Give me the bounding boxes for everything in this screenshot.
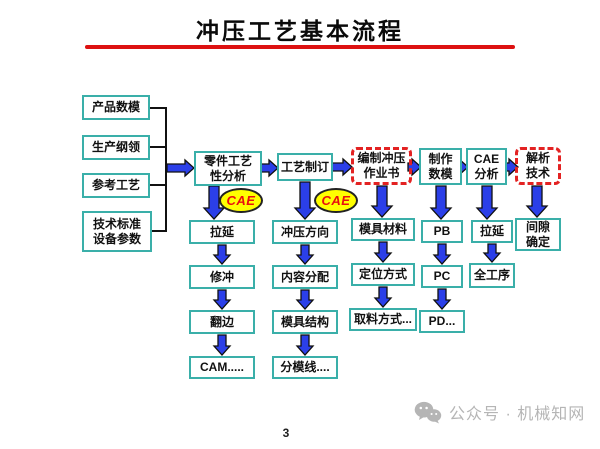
cae-badge: CAE <box>314 188 358 213</box>
input-product-data-model: 产品数模 <box>82 95 150 120</box>
flow-step-box: 取料方式... <box>349 308 417 331</box>
flow-step-box: 分模线.... <box>272 356 338 379</box>
flow-arrow-down-icon <box>432 288 452 310</box>
flow-step-box: 模具结构 <box>272 310 338 334</box>
flow-box-analysis-technology: 解析 技术 <box>515 147 561 185</box>
flow-arrow-down-icon <box>212 334 232 356</box>
page-number: 3 <box>282 426 290 440</box>
flow-box-process-planning: 工艺制订 <box>277 153 333 181</box>
flow-step-box: PD... <box>419 310 465 333</box>
flow-arrow-right-icon <box>260 158 279 178</box>
flow-arrow-down-icon <box>432 243 452 265</box>
flow-arrow-down-icon <box>212 289 232 310</box>
page-title: 冲压工艺基本流程 <box>196 18 404 44</box>
flow-arrow-down-icon <box>482 243 502 263</box>
flow-step-box: 拉延 <box>471 220 513 243</box>
flow-arrow-down-icon <box>525 185 549 218</box>
flow-arrow-down-icon <box>295 334 315 356</box>
input-reference-process: 参考工艺 <box>82 173 150 198</box>
flow-arrow-right-icon <box>166 158 195 178</box>
flow-step-box: 修冲 <box>189 265 255 289</box>
title-underline <box>85 45 515 49</box>
flow-arrow-down-icon <box>370 185 394 218</box>
flow-arrow-down-icon <box>373 241 393 263</box>
flow-arrow-down-icon <box>293 181 317 220</box>
cae-badge: CAE <box>219 188 263 213</box>
flow-arrow-down-icon <box>373 286 393 308</box>
flow-box-cae-analysis: CAE 分析 <box>466 148 507 185</box>
flow-arrow-down-icon <box>202 185 226 220</box>
flow-step-box: 全工序 <box>469 263 515 288</box>
flow-arrow-down-icon <box>212 244 232 265</box>
flow-box-model-making: 制作 数模 <box>419 148 462 185</box>
flow-arrow-down-icon <box>429 185 453 220</box>
input-production-program: 生产纲领 <box>82 135 150 160</box>
flow-arrow-down-icon <box>295 244 315 265</box>
flow-step-box: 拉延 <box>189 220 255 244</box>
flow-box-part-process-analysis: 零件工艺 性分析 <box>194 151 262 186</box>
flow-step-box: PC <box>421 265 463 288</box>
flow-box-stamping-worksheet: 编制冲压 作业书 <box>351 147 412 185</box>
wechat-icon <box>414 401 442 423</box>
flow-step-box: PB <box>421 220 463 243</box>
flow-arrow-down-icon <box>475 185 499 220</box>
flow-step-box: 翻边 <box>189 310 255 334</box>
flow-step-box: 内容分配 <box>272 265 338 289</box>
watermark-text: 公众号 · 机械知网 <box>449 406 586 423</box>
flow-step-box: 定位方式 <box>351 263 415 286</box>
flow-step-box: 间隙 确定 <box>515 218 561 251</box>
watermark: 公众号 · 机械知网 <box>414 400 585 424</box>
flow-step-box: CAM..... <box>189 356 255 379</box>
flow-arrow-right-icon <box>330 157 353 177</box>
input-tech-standards-equipment: 技术标准 设备参数 <box>82 211 152 252</box>
flow-step-box: 冲压方向 <box>272 220 338 244</box>
flow-arrow-down-icon <box>295 289 315 310</box>
flow-step-box: 模具材料 <box>351 218 415 241</box>
